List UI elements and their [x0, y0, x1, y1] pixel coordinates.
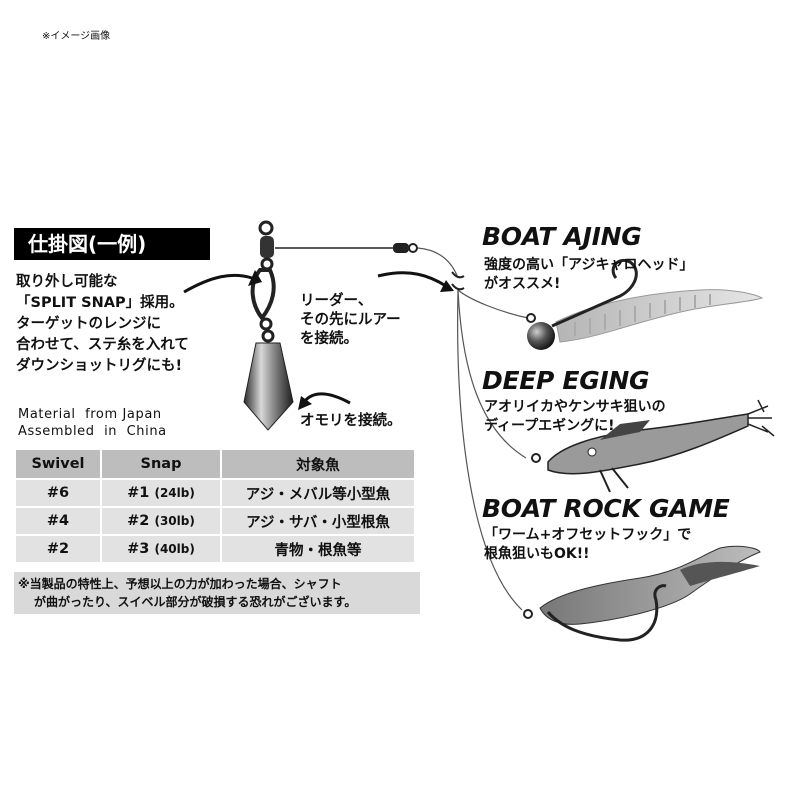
target-fish: 青物・根魚等	[220, 534, 416, 564]
snap-strength: (24lb)	[154, 486, 195, 500]
leader-swivel-icon	[393, 243, 418, 253]
section-line: 「ワーム+オフセットフック」で	[484, 527, 692, 543]
material-line: Material from Japan	[18, 407, 162, 422]
snap-number: #2	[127, 513, 150, 529]
leader-lines	[417, 247, 529, 611]
section-line: アオリイカやケンサキ狙いの	[484, 399, 666, 415]
soft-bait-icon	[539, 545, 761, 625]
split-snap-icon	[250, 268, 276, 331]
snap-strength: (30lb)	[154, 514, 195, 528]
section-line: 根魚狙いもOK!!	[484, 546, 590, 562]
snap-number: #1	[127, 485, 150, 501]
snap-number: #3	[127, 541, 150, 557]
section-text-deep-eging: アオリイカやケンサキ狙いの ディープエギングに!	[484, 398, 666, 436]
table-row: #2 #3 (40lb) 青物・根魚等	[14, 534, 416, 564]
caution-note: ※当製品の特性上、予想以上の力が加わった場合、シャフト が曲がったり、スイベル部…	[14, 572, 420, 614]
description-line: 「SPLIT SNAP」採用。	[16, 295, 184, 311]
annotation-line: その先にルアー	[300, 312, 401, 328]
arrow-to-snap	[183, 273, 253, 294]
diagram-title: 仕掛図(一例)	[14, 228, 210, 260]
section-heading-deep-eging: DEEP EGING	[482, 366, 650, 395]
arrow-to-leader	[377, 271, 447, 288]
arrow-to-sinker	[302, 392, 351, 405]
annotation-line: を接続。	[300, 331, 358, 347]
assembled-line: Assembled in China	[18, 424, 167, 439]
swivel-size: #4	[14, 506, 102, 536]
sinker-icon	[243, 329, 294, 431]
squid-jig-icon	[531, 399, 775, 493]
section-heading-boat-ajing: BOAT AJING	[482, 222, 642, 251]
description-line: 取り外し可能な	[16, 274, 118, 290]
description-line: ダウンショットリグにも!	[16, 358, 183, 374]
image-note: ※イメージ画像	[42, 31, 111, 42]
caution-line: ※当製品の特性上、予想以上の力が加わった場合、シャフト	[18, 577, 342, 591]
table-row: #4 #2 (30lb) アジ・サバ・小型根魚	[14, 506, 416, 536]
description-line: ターゲットのレンジに	[16, 316, 161, 332]
section-line: 強度の高い「アジキャロヘッド」	[484, 257, 694, 273]
table-row: #6 #1 (24lb) アジ・メバル等小型魚	[14, 478, 416, 508]
leader-annotation: リーダー、 その先にルアー を接続。	[300, 292, 401, 349]
snap-size: #1 (24lb)	[100, 478, 222, 508]
target-fish: アジ・サバ・小型根魚	[220, 506, 416, 536]
size-spec-table: Swivel Snap 対象魚 #6 #1 (24lb) アジ・メバル等小型魚 …	[14, 448, 416, 564]
section-text-boat-ajing: 強度の高い「アジキャロヘッド」 がオススメ!	[484, 256, 693, 294]
section-line: ディープエギングに!	[484, 418, 615, 434]
column-header-swivel: Swivel	[14, 448, 102, 480]
annotation-line: リーダー、	[300, 293, 373, 309]
caution-line: が曲がったり、スイベル部分が破損する恐れがございます。	[34, 595, 357, 609]
table-header-row: Swivel Snap 対象魚	[14, 448, 416, 480]
description-line: 合わせて、ステ糸を入れて	[16, 337, 189, 353]
column-header-snap: Snap	[100, 448, 222, 480]
target-fish: アジ・メバル等小型魚	[220, 478, 416, 508]
snap-size: #3 (40lb)	[100, 534, 222, 564]
snap-description: 取り外し可能な 「SPLIT SNAP」採用。 ターゲットのレンジに 合わせて、…	[16, 272, 189, 377]
worm-lure-icon	[555, 289, 764, 343]
offset-hook-icon	[523, 584, 667, 642]
section-line: がオススメ!	[484, 276, 561, 292]
column-header-target-fish: 対象魚	[220, 448, 416, 480]
section-text-boat-rock-game: 「ワーム+オフセットフック」で 根魚狙いもOK!!	[484, 526, 691, 564]
swivel-size: #2	[14, 534, 102, 564]
sinker-annotation: オモリを接続。	[300, 413, 402, 429]
swivel-icon	[258, 220, 274, 271]
jig-head-icon	[526, 259, 638, 350]
section-heading-boat-rock-game: BOAT ROCK GAME	[482, 494, 730, 523]
snap-strength: (40lb)	[154, 542, 195, 556]
material-origin: Material from Japan Assembled in China	[18, 406, 167, 440]
snap-size: #2 (30lb)	[100, 506, 222, 536]
swivel-size: #6	[14, 478, 102, 508]
